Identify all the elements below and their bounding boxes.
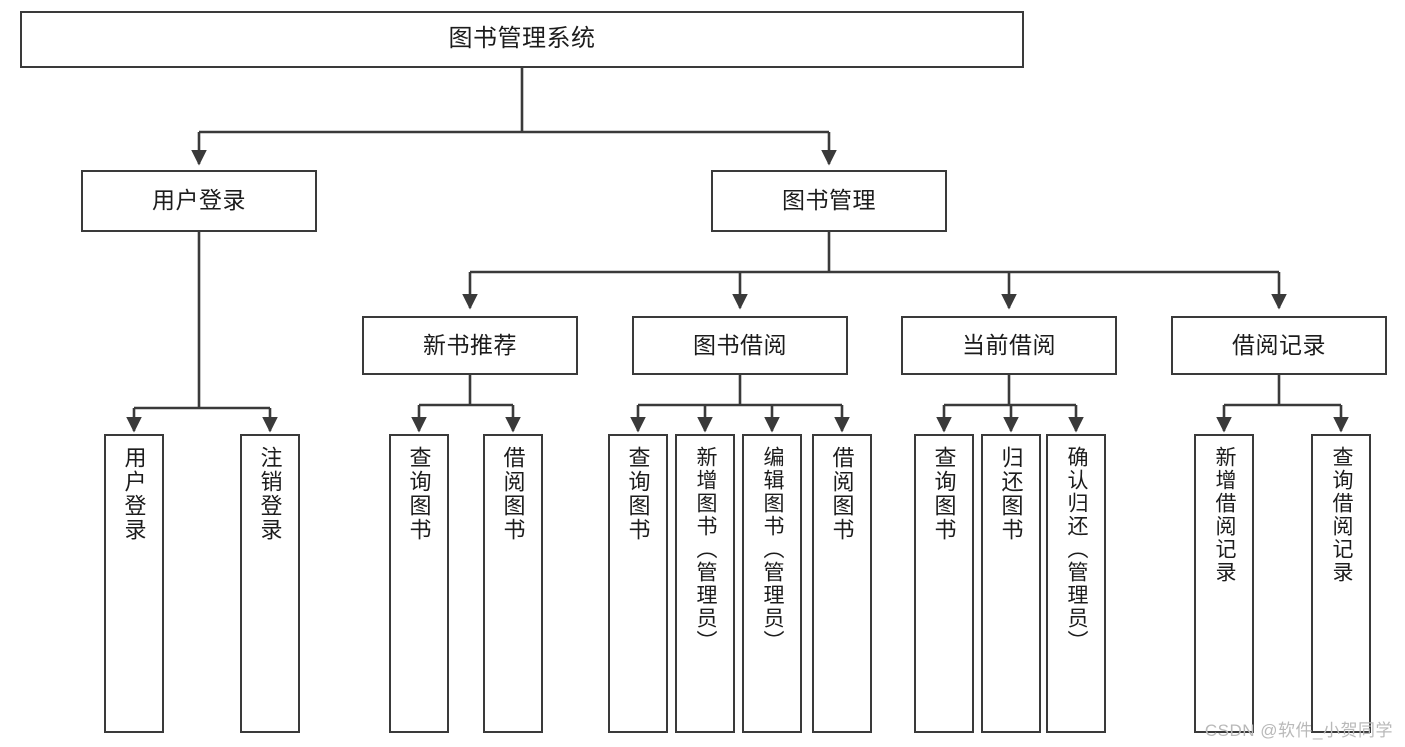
node-leaf-add-book[interactable]: 新增图书（管理员）: [675, 434, 735, 733]
node-leaf-borrow-book-1[interactable]: 借阅图书: [483, 434, 543, 733]
node-leaf-user-login[interactable]: 用户登录: [104, 434, 164, 733]
node-borrow-record[interactable]: 借阅记录: [1171, 316, 1387, 375]
node-label: 查询图书: [625, 446, 651, 542]
node-leaf-logout-login[interactable]: 注销登录: [240, 434, 300, 733]
node-label: 图书管理系统: [448, 25, 596, 53]
node-book-management-system[interactable]: 图书管理系统: [20, 11, 1024, 68]
node-leaf-query-record[interactable]: 查询借阅记录: [1311, 434, 1371, 733]
node-leaf-edit-book[interactable]: 编辑图书（管理员）: [742, 434, 802, 733]
node-current-borrow[interactable]: 当前借阅: [901, 316, 1117, 375]
node-label: 当前借阅: [962, 331, 1056, 358]
node-leaf-add-record[interactable]: 新增借阅记录: [1194, 434, 1254, 733]
node-label: 借阅图书: [500, 446, 526, 542]
node-user-login[interactable]: 用户登录: [81, 170, 317, 232]
node-new-book-recommend[interactable]: 新书推荐: [362, 316, 578, 375]
node-leaf-query-book-1[interactable]: 查询图书: [389, 434, 449, 733]
watermark-text: CSDN @软件_小贺同学: [1204, 721, 1393, 740]
node-leaf-borrow-book-2[interactable]: 借阅图书: [812, 434, 872, 733]
node-label: 新增图书（管理员）: [694, 446, 718, 653]
node-leaf-query-book-2[interactable]: 查询图书: [608, 434, 668, 733]
node-label: 查询借阅记录: [1330, 446, 1354, 584]
node-label: 归还图书: [998, 446, 1024, 542]
node-label: 借阅图书: [829, 446, 855, 542]
node-label: 图书借阅: [693, 331, 787, 358]
node-leaf-query-book-3[interactable]: 查询图书: [914, 434, 974, 733]
node-label: 新书推荐: [423, 331, 517, 358]
node-label: 查询图书: [931, 446, 957, 542]
node-label: 图书管理: [782, 187, 876, 214]
node-leaf-confirm-return[interactable]: 确认归还（管理员）: [1046, 434, 1106, 733]
node-leaf-return-book[interactable]: 归还图书: [981, 434, 1041, 733]
node-label: 查询图书: [406, 446, 432, 542]
node-book-management[interactable]: 图书管理: [711, 170, 947, 232]
node-label: 用户登录: [121, 446, 147, 542]
node-label: 借阅记录: [1232, 331, 1326, 358]
node-label: 注销登录: [257, 446, 283, 542]
node-label: 编辑图书（管理员）: [761, 446, 785, 653]
node-label: 用户登录: [152, 187, 246, 214]
node-label: 新增借阅记录: [1213, 446, 1237, 584]
node-label: 确认归还（管理员）: [1065, 446, 1089, 653]
node-book-borrow[interactable]: 图书借阅: [632, 316, 848, 375]
